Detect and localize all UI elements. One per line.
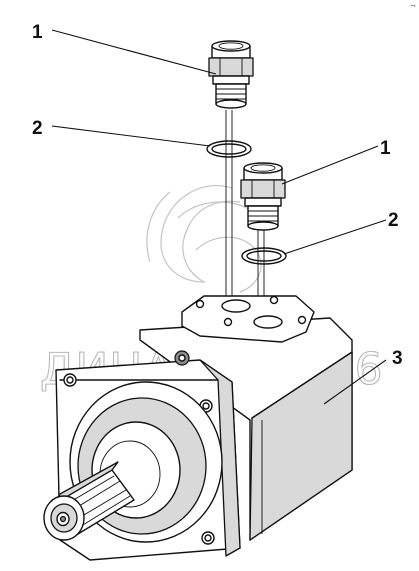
hydraulic-motor <box>43 295 353 561</box>
corner-mark: ¬ <box>410 2 416 10</box>
o-ring-lower <box>241 247 287 265</box>
watermark-logo-swirl <box>146 184 263 293</box>
callout-3: 3 <box>392 348 403 369</box>
fitting-lower <box>240 162 286 231</box>
callout-2-lower: 2 <box>388 210 399 231</box>
leader-lines <box>51 29 387 405</box>
o-ring-upper <box>206 140 252 158</box>
fitting-upper <box>208 40 254 109</box>
callout-1-upper: 1 <box>32 22 43 43</box>
callout-2-upper: 2 <box>32 118 43 139</box>
callout-1-lower: 1 <box>380 138 391 159</box>
